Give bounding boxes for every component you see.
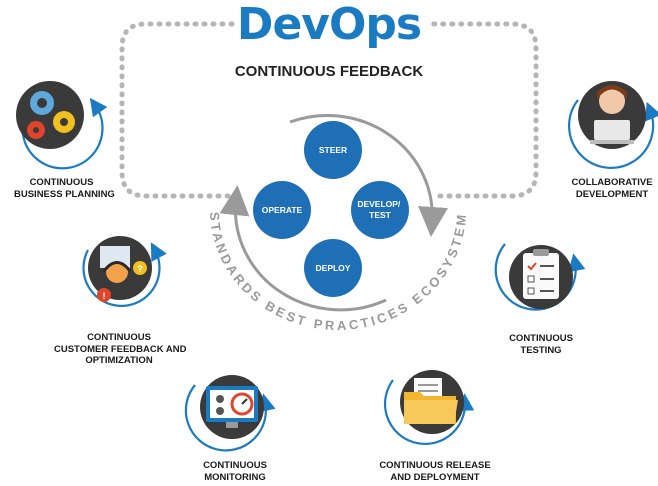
stage-monitoring bbox=[184, 375, 276, 452]
stage-release-deployment bbox=[383, 370, 475, 446]
stage-arrow bbox=[568, 99, 658, 169]
stage-arrow bbox=[184, 384, 276, 452]
subtitle: CONTINUOUS FEEDBACK bbox=[234, 63, 424, 80]
feedback-loop bbox=[119, 21, 539, 199]
stage-customer-feedback: ! ? bbox=[82, 236, 167, 307]
develop-test-label: DEVELOP/ TEST bbox=[357, 199, 402, 220]
label-customer-feedback: CONTINUOUS CUSTOMER FEEDBACK AND OPTIMIZ… bbox=[54, 332, 187, 366]
center-cycle: STEER OPERATE DEVELOP/ TEST DEPLOY bbox=[253, 121, 409, 297]
operate-circle bbox=[253, 181, 311, 239]
support-agent-icon: ! ? bbox=[88, 236, 152, 302]
label-collaborative-development: COLLABORATIVE DEVELOPMENT bbox=[571, 177, 653, 200]
develop-test-circle bbox=[351, 181, 409, 239]
folder-documents-icon bbox=[400, 370, 464, 434]
label-business-planning: CONTINUOUS BUSINESS PLANNING bbox=[14, 177, 115, 200]
deploy-circle bbox=[304, 239, 362, 297]
gears-icon bbox=[16, 81, 84, 149]
page-title: DevOps bbox=[236, 0, 422, 50]
steer-label: STEER bbox=[319, 145, 347, 155]
deploy-label: DEPLOY bbox=[316, 263, 351, 273]
stage-arrow bbox=[383, 379, 475, 446]
developer-laptop-icon bbox=[578, 81, 646, 149]
stage-arrow bbox=[494, 243, 586, 311]
checklist-clipboard-icon bbox=[509, 245, 573, 309]
svg-text:?: ? bbox=[137, 264, 143, 274]
cycle-arrow-right bbox=[289, 114, 448, 237]
steer-circle bbox=[304, 121, 362, 179]
monitor-gauge-icon bbox=[200, 375, 264, 439]
stage-business-planning bbox=[16, 81, 108, 170]
operate-label: OPERATE bbox=[262, 205, 303, 215]
label-monitoring: CONTINUOUS MONITORING bbox=[203, 460, 267, 483]
svg-text:!: ! bbox=[103, 291, 106, 301]
cycle-arrow-left bbox=[219, 185, 387, 312]
label-release-deployment: CONTINUOUS RELEASE AND DEPLOYMENT bbox=[379, 460, 491, 483]
stage-arrow bbox=[82, 242, 167, 307]
label-testing: CONTINUOUS TESTING bbox=[509, 333, 573, 356]
stage-testing bbox=[494, 243, 586, 311]
stage-collaborative-development bbox=[568, 81, 658, 169]
